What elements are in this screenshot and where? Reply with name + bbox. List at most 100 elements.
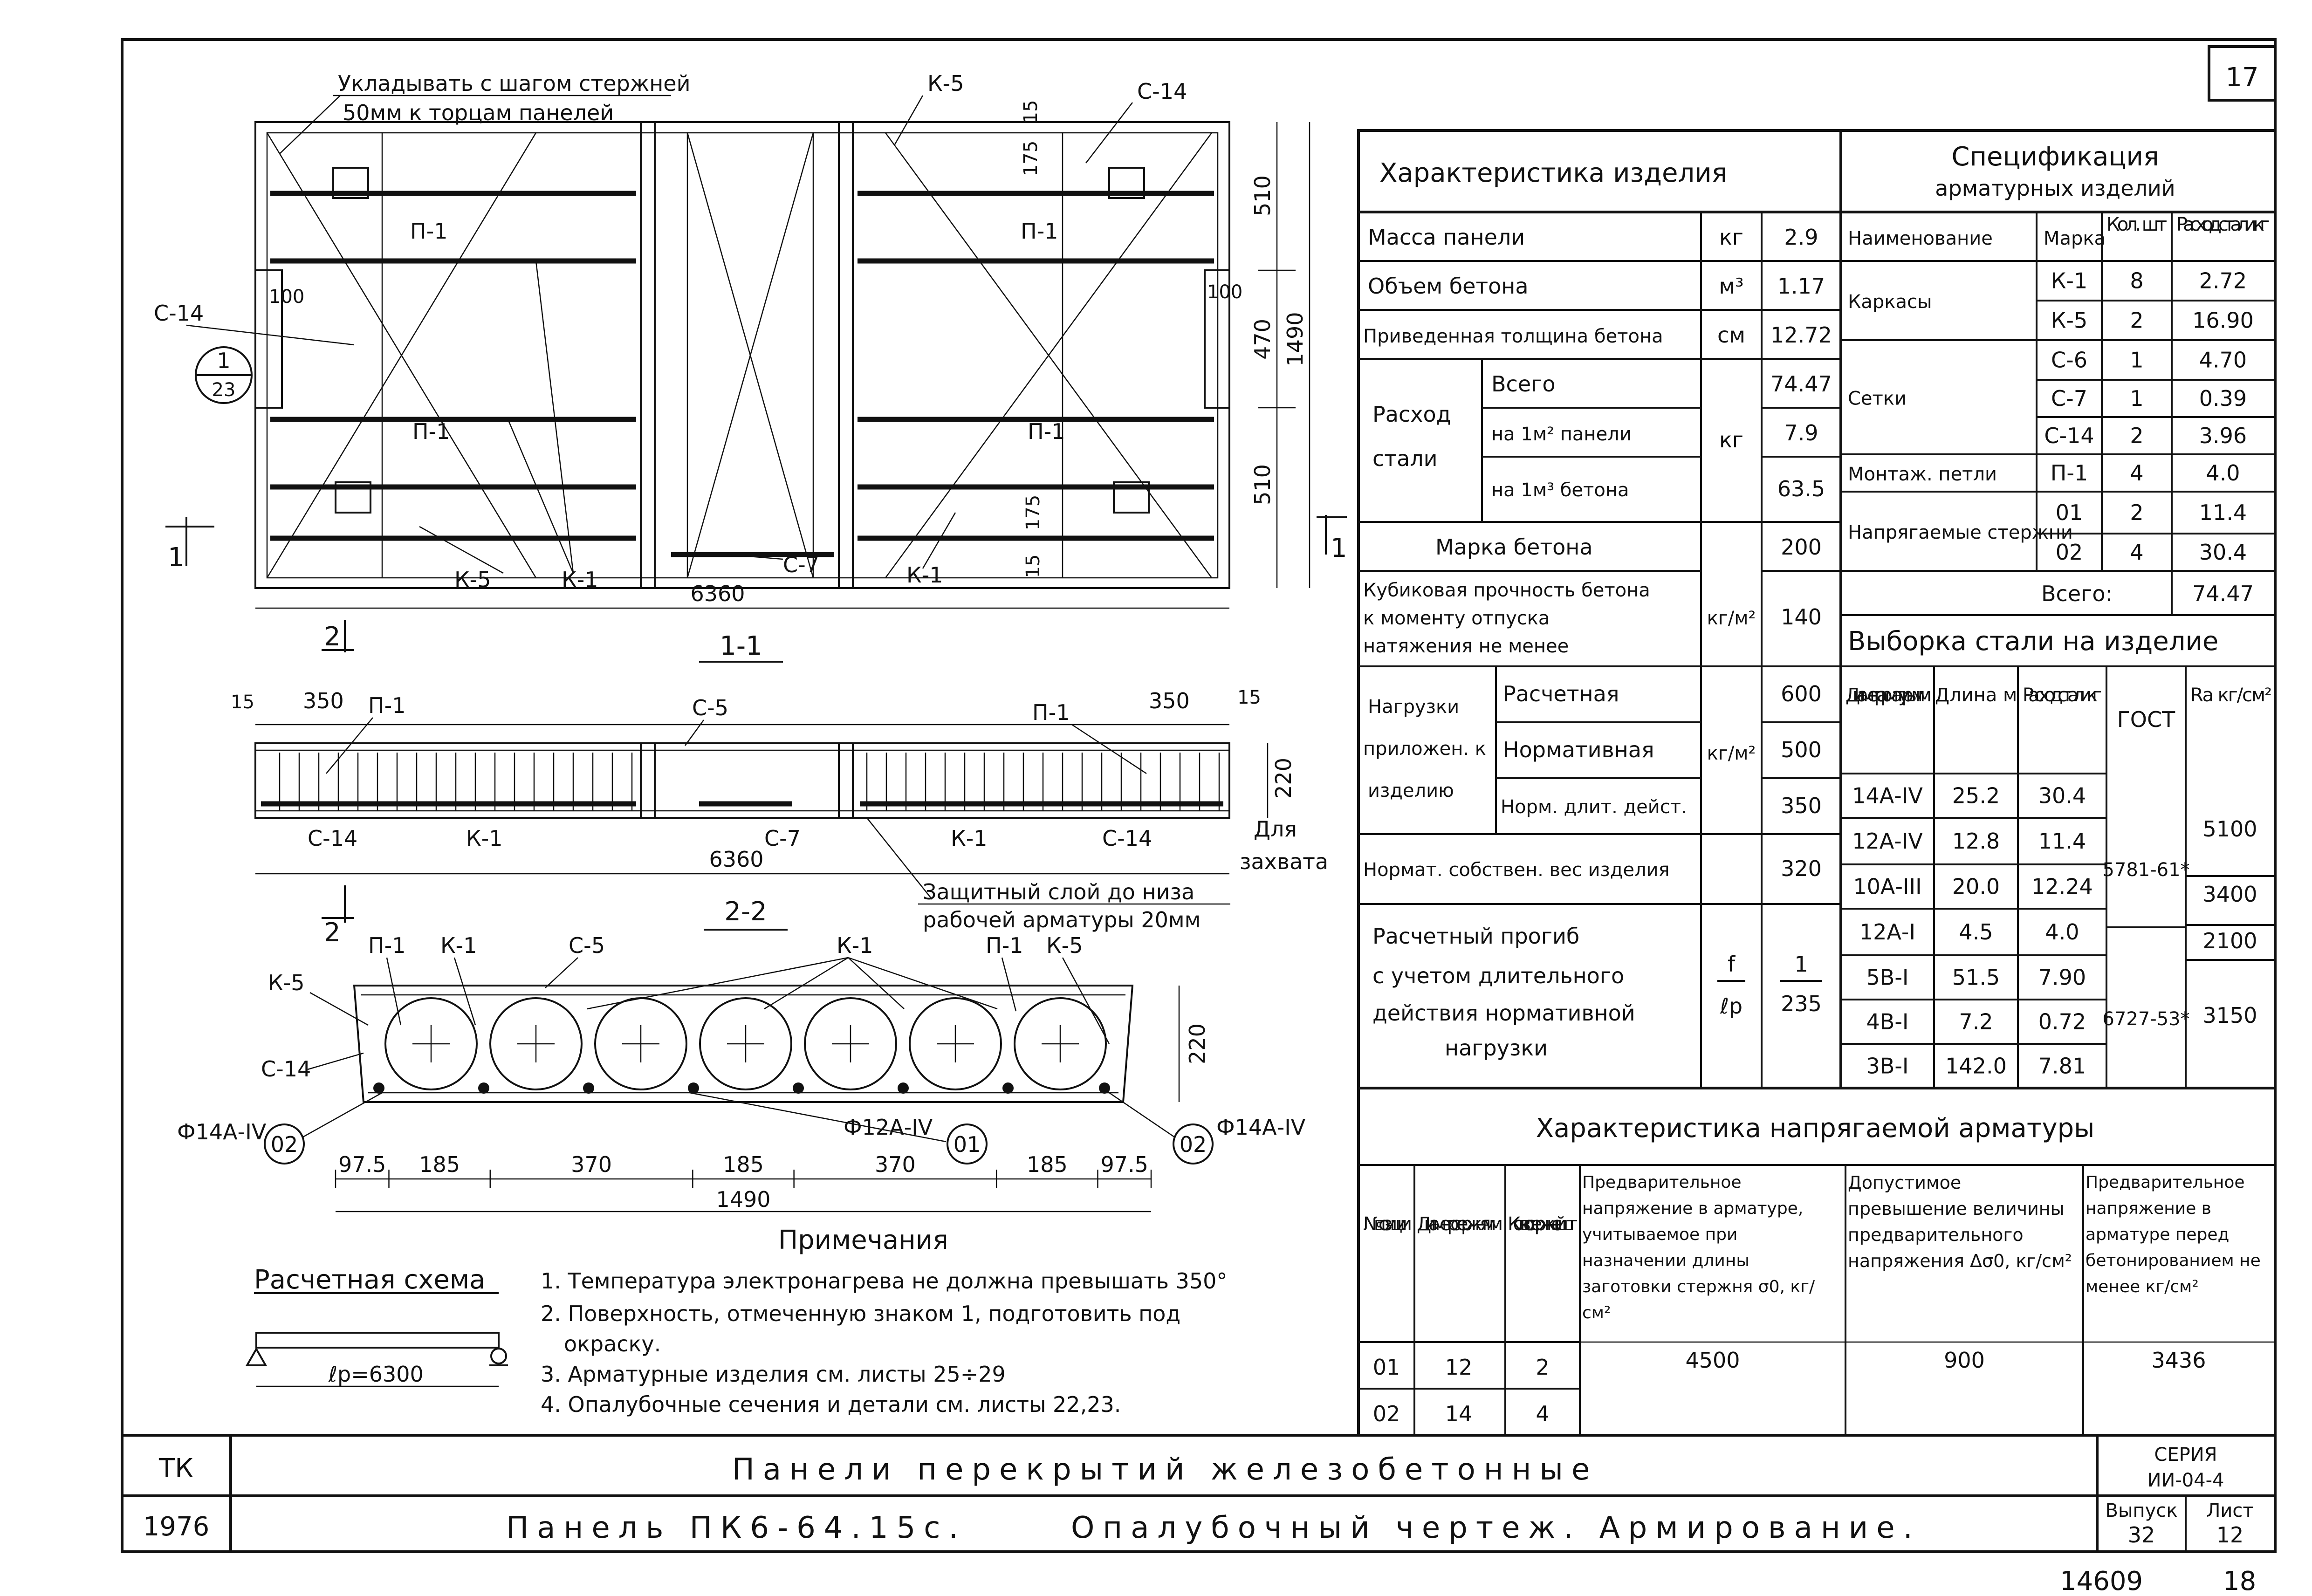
ra-2: 3400 xyxy=(2202,882,2257,907)
grip-note-1: Для xyxy=(1254,816,1297,842)
cross-dim: 97.5 xyxy=(1101,1152,1148,1177)
steel-m3-label: на 1м³ бетона xyxy=(1491,479,1629,501)
spec-qty: 2 xyxy=(2130,423,2143,448)
label-c7-bot: С-7 xyxy=(783,552,819,577)
elev-label-c14-right: С-14 xyxy=(1102,826,1152,851)
spec-steel: 0.39 xyxy=(2199,386,2247,411)
label-k1-right-bot: К-1 xyxy=(906,562,943,588)
mass-label: Масса панели xyxy=(1368,225,1525,250)
series-value: ИИ-04-4 xyxy=(2147,1470,2224,1491)
pos-left-circle xyxy=(264,1123,305,1164)
pos-mid-circle xyxy=(947,1123,988,1164)
scheme-beam xyxy=(255,1332,500,1349)
spec-qty: 1 xyxy=(2130,348,2143,373)
volume-label: Объем бетона xyxy=(1368,274,1529,299)
bar-right: Ф14А-IV xyxy=(1216,1115,1306,1140)
gost-2: 6727-53* xyxy=(2102,1008,2189,1030)
pre-col-pos: № позиции xyxy=(1363,1213,1412,1235)
spec-qty: 2 xyxy=(2130,500,2143,525)
sel-steel: 7.90 xyxy=(2038,965,2086,990)
pre-col-pre: Предварительное напряжение в арматуре, у… xyxy=(1582,1173,1815,1322)
spec-name: Напрягаемые стержни xyxy=(1848,522,2073,543)
cube-label-1: Кубиковая прочность бетона xyxy=(1363,580,1650,601)
defl-label-4: нагрузки xyxy=(1445,1035,1548,1061)
spec-qty: 2 xyxy=(2130,308,2143,333)
defl-label-1: Расчетный прогиб xyxy=(1372,924,1579,949)
series-label: СЕРИЯ xyxy=(2154,1444,2217,1466)
footer-code: 14609 xyxy=(2060,1566,2143,1596)
mass-unit: кг xyxy=(1719,225,1743,250)
spec-mark: П-1 xyxy=(2051,460,2088,486)
spec-mark: С-7 xyxy=(2051,386,2087,411)
grip-note-2: захвата xyxy=(1240,849,1328,874)
sheet-value: 12 xyxy=(2216,1522,2244,1548)
pre-row2-qty: 4 xyxy=(1536,1401,1549,1426)
elev-label-k1-left: К-1 xyxy=(466,826,503,851)
page-number-box xyxy=(2208,45,2277,102)
label-k5-top: К-5 xyxy=(927,71,964,96)
sel-diam: 14А-IV xyxy=(1852,783,1923,808)
sel-steel: 30.4 xyxy=(2038,783,2086,808)
sel-steel: 11.4 xyxy=(2038,829,2086,854)
spec-header-2: арматурных изделий xyxy=(1935,176,2175,201)
void-circle xyxy=(909,997,1002,1090)
rebar-dot xyxy=(373,1082,384,1094)
steel-total-label: Всего xyxy=(1491,371,1555,397)
defl-unit-den: ℓр xyxy=(1720,993,1743,1019)
void-circle xyxy=(804,997,897,1090)
mass-value: 2.9 xyxy=(1784,225,1818,250)
cube-label-2: к моменту отпуска xyxy=(1363,608,1550,629)
sel-diam: 12А-IV xyxy=(1852,829,1923,854)
elev-dim-350-left: 350 xyxy=(303,688,344,713)
loop-mark xyxy=(1108,167,1145,199)
pre-value: 4500 xyxy=(1685,1348,1740,1373)
pre-row1-qty: 2 xyxy=(1536,1355,1549,1380)
plan-view: Укладывать с шагом стержней 50мм к торца… xyxy=(154,71,1347,663)
note-4: 4. Опалубочные сечения и детали см. лист… xyxy=(541,1392,1121,1417)
scheme-span: ℓр=6300 xyxy=(328,1362,424,1387)
section-2-2: 2-2 xyxy=(724,897,767,927)
plan-outline xyxy=(254,121,1230,589)
pre-col-qty: Кол-во стерж-ней шт xyxy=(1508,1213,1578,1235)
spec-steel: 16.90 xyxy=(2192,308,2254,333)
dim-175-top: 175 xyxy=(1020,141,1042,176)
cross-dim: 185 xyxy=(1027,1152,1068,1177)
load-norm-label: Нормативная xyxy=(1503,737,1654,762)
title-year: 1976 xyxy=(143,1512,210,1542)
bar-left: Ф14А-IV xyxy=(177,1119,267,1144)
spec-mark: 02 xyxy=(2056,540,2083,565)
label-p1-right-top: П-1 xyxy=(1021,219,1058,244)
self-weight-label: Нормат. собствен. вес изделия xyxy=(1363,859,1670,881)
void-circle xyxy=(384,997,478,1090)
void-circle xyxy=(489,997,583,1090)
sheet-label: Лист xyxy=(2206,1500,2253,1521)
void-circle xyxy=(1014,997,1107,1090)
plan-note-line2: 50мм к торцам панелей xyxy=(343,100,614,125)
pre-col-diam: Диаметр стержня мм xyxy=(1417,1213,1503,1235)
spec-steel: 4.70 xyxy=(2199,348,2247,373)
load-calc-label: Расчетная xyxy=(1503,681,1619,706)
load-unit: кг/м² xyxy=(1707,743,1756,764)
cross-dim: 370 xyxy=(875,1152,916,1177)
selection-header: Выборка стали на изделие xyxy=(1848,626,2218,657)
before-value: 3436 xyxy=(2151,1348,2206,1373)
spec-total-label: Всего: xyxy=(2041,581,2113,606)
spec-mark: С-6 xyxy=(2051,348,2087,373)
load-label-3: изделию xyxy=(1368,780,1454,801)
pos-left: 02 xyxy=(271,1132,298,1157)
spec-name: Сетки xyxy=(1848,388,1907,410)
defl-den: 235 xyxy=(1781,991,1822,1016)
load-norm-value: 500 xyxy=(1781,737,1822,762)
dim-510-top: 510 xyxy=(1250,175,1275,216)
sel-col-len: Длина м xyxy=(1935,685,2017,706)
dim-1490: 1490 xyxy=(1283,312,1308,366)
callout-num: 1 xyxy=(217,348,230,373)
sel-col-steel: Расход стали кг xyxy=(2023,685,2102,706)
title-drawing: Опалубочный чертеж. Армирование. xyxy=(1071,1511,1921,1545)
steel-unit: кг xyxy=(1719,427,1743,452)
spec-steel: 30.4 xyxy=(2199,540,2247,565)
cross-dim: 97.5 xyxy=(338,1152,386,1177)
sel-steel: 12.24 xyxy=(2031,874,2093,899)
cover-note-2: рабочей арматуры 20мм xyxy=(923,907,1201,932)
